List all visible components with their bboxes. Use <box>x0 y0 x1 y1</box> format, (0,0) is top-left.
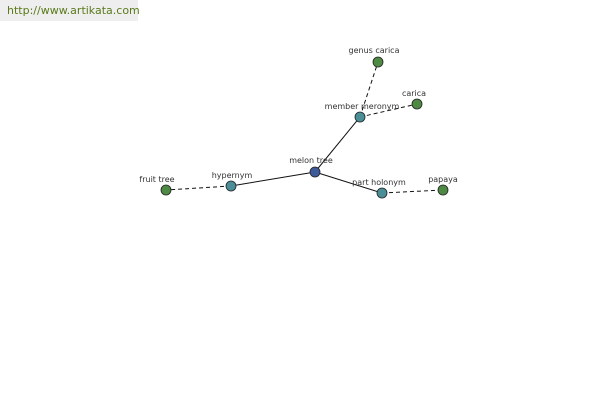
edge-member-meronym-to-carica <box>359 103 418 118</box>
edge-member-meronym-to-genus-carica <box>359 61 379 118</box>
node-carica[interactable] <box>411 98 423 110</box>
node-label-carica[interactable]: carica <box>402 89 426 98</box>
node-genus-carica[interactable] <box>372 56 384 68</box>
node-label-hypernym[interactable]: hypernym <box>212 171 253 180</box>
url-banner[interactable]: http://www.artikata.com <box>0 0 140 21</box>
edge-center-to-part-holonym <box>314 171 383 194</box>
node-label-member-meronym[interactable]: member meronym <box>325 102 400 111</box>
node-label-part-holonym[interactable]: part holonym <box>352 178 406 187</box>
node-member-meronym[interactable] <box>354 111 366 123</box>
edges-layer <box>165 61 444 194</box>
edge-hypernym-to-fruit-tree <box>165 185 232 191</box>
edge-part-holonym-to-papaya <box>381 189 444 194</box>
edge-center-to-hypernym <box>230 171 316 187</box>
edge-center-to-member-meronym <box>314 116 361 173</box>
node-label-genus-carica[interactable]: genus carica <box>349 46 400 55</box>
node-papaya[interactable] <box>437 184 449 196</box>
url-link[interactable]: http://www.artikata.com <box>7 4 140 17</box>
node-label-papaya[interactable]: papaya <box>428 175 458 184</box>
node-hypernym[interactable] <box>225 180 237 192</box>
nodes-layer <box>160 56 449 199</box>
node-label-center[interactable]: melon tree <box>289 156 333 165</box>
node-center[interactable] <box>309 166 321 178</box>
node-label-fruit-tree[interactable]: fruit tree <box>139 175 174 184</box>
labels-layer: melon tree hypernym member meronym part hol… <box>139 46 457 187</box>
node-part-holonym[interactable] <box>376 187 388 199</box>
node-fruit-tree[interactable] <box>160 184 172 196</box>
